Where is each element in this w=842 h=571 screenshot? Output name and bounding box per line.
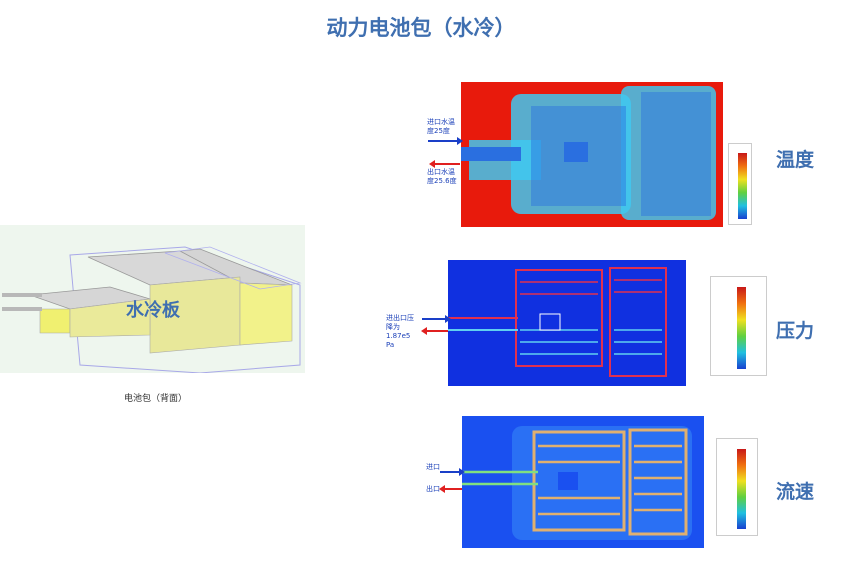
temperature-outlet-arrow — [429, 160, 460, 168]
pressure-contour-panel — [448, 260, 686, 386]
battery-pack-image — [0, 225, 305, 373]
temperature-label: 温度 — [776, 149, 815, 171]
velocity-inlet-arrow — [440, 468, 465, 476]
pressure-inlet-arrow — [422, 315, 451, 323]
pack-caption: 电池包（背面） — [124, 394, 188, 404]
velocity-contour-panel — [462, 416, 704, 548]
temperature-outlet-note: 出口水温度25.6度 — [427, 168, 457, 185]
velocity-inlet-note: 进口 — [426, 463, 440, 471]
pressure-legend — [710, 276, 767, 376]
temperature-inlet-note: 进口水温度25度 — [427, 118, 455, 135]
temperature-contour-icon — [461, 82, 723, 227]
battery-pack-drawing — [2, 246, 302, 373]
pressure-label: 压力 — [776, 320, 815, 342]
pressure-contour-icon — [448, 260, 686, 386]
velocity-contour-icon — [462, 416, 704, 548]
pressure-drop-note: 进出口压降为1.87e5 Pa — [386, 314, 414, 349]
velocity-label: 流速 — [776, 481, 815, 503]
velocity-outlet-note: 出口 — [426, 485, 440, 493]
velocity-outlet-arrow — [439, 485, 462, 493]
velocity-legend — [716, 438, 758, 536]
page-title: 动力电池包（水冷） — [326, 15, 516, 40]
water-plate-label: 水冷板 — [126, 300, 180, 321]
temperature-contour-panel — [461, 82, 723, 227]
temperature-legend — [728, 143, 752, 225]
temperature-inlet-arrow — [428, 137, 463, 145]
pressure-outlet-arrow — [421, 327, 448, 335]
